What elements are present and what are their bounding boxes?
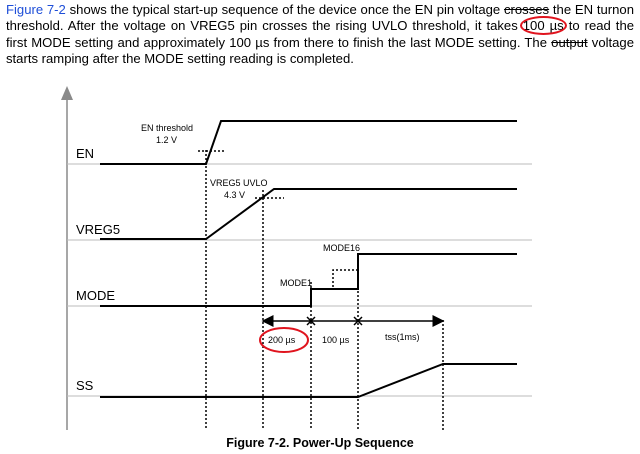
en-threshold-label: EN threshold: [141, 123, 193, 133]
duration-200us: 200 µs: [268, 335, 296, 345]
mode-step-dotted: [311, 254, 359, 290]
description-paragraph: Figure 7-2 shows the typical start-up se…: [6, 2, 634, 67]
ss-waveform: [100, 363, 517, 398]
y-axis-arrow: [61, 86, 73, 100]
text-run: shows the typical start-up sequence of t…: [65, 2, 504, 17]
duration-100us: 100 µs: [322, 335, 350, 345]
signal-label-en: EN: [76, 146, 94, 161]
highlight-200us: [259, 327, 309, 353]
text-run: the EN turnon threshold. After the volta…: [6, 2, 634, 34]
mode16-label: MODE16: [323, 243, 360, 253]
signal-label-ss: SS: [76, 378, 94, 393]
en-waveform: [100, 120, 517, 165]
en-threshold-value: 1.2 V: [156, 135, 177, 145]
text-run: to read the first MODE setting and appro…: [6, 18, 635, 50]
text-run-struck: crosses: [503, 2, 550, 17]
mode-waveform: [100, 253, 517, 307]
figure-link[interactable]: Figure 7-2: [6, 2, 66, 17]
signal-label-mode: MODE: [76, 288, 115, 303]
uvlo-label: VREG5 UVLO: [210, 178, 268, 188]
duration-tss: tss(1ms): [385, 332, 420, 342]
mode1-label: MODE1: [280, 278, 312, 288]
signal-label-vreg5: VREG5: [76, 222, 120, 237]
vreg5-waveform: [100, 188, 517, 240]
uvlo-value: 4.3 V: [224, 190, 245, 200]
timing-arrow-crosses: [306, 316, 363, 326]
highlighted-duration: 100 µs: [522, 18, 564, 34]
text-run-struck: output: [551, 34, 588, 50]
figure-caption: Figure 7-2. Power-Up Sequence: [226, 436, 414, 450]
text-run: voltage starts ramping after the MODE se…: [6, 34, 634, 66]
